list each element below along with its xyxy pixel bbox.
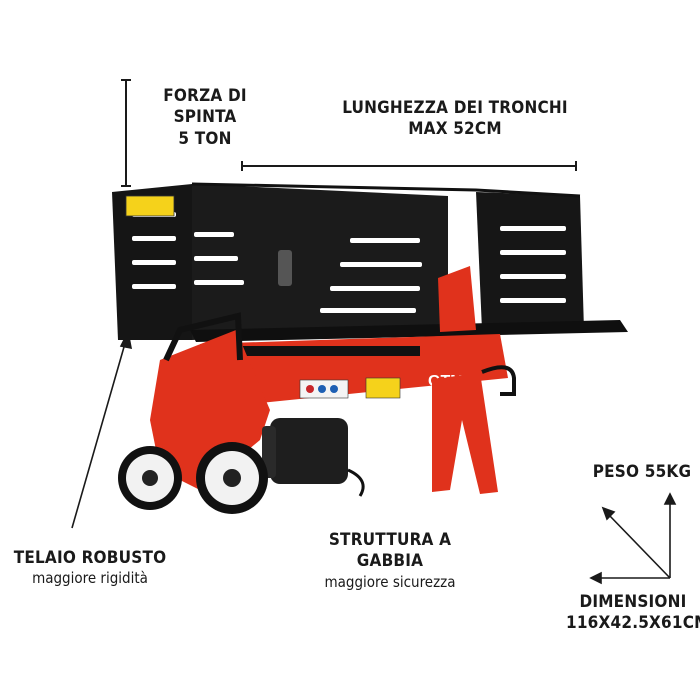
- dimensions-caption: DIMENSIONI 116X42.5X61CM: [566, 592, 700, 635]
- right-wheel: [196, 442, 268, 514]
- length-title: LUNGHEZZA DEI TRONCHI: [342, 98, 568, 118]
- dimensions-axes-icon: [589, 492, 677, 585]
- splitting-wedge: [438, 266, 476, 332]
- frame-subtitle: maggiore rigidità: [32, 569, 148, 588]
- rear-leg: [432, 372, 498, 494]
- cage-title: STRUTTURA A GABBIA: [328, 530, 452, 572]
- frame-title: TELAIO ROBUSTO: [13, 548, 167, 568]
- force-title: FORZA DI SPINTA: [163, 86, 247, 128]
- yellow-sticker: [365, 377, 401, 399]
- cage-right-panel: [476, 192, 584, 330]
- cage-subtitle: maggiore sicurezza: [324, 572, 456, 591]
- warning-sticker: [125, 195, 175, 217]
- left-wheel: [118, 446, 182, 510]
- dimensions-title: DIMENSIONI: [579, 592, 687, 612]
- length-value: MAX 52CM: [408, 119, 502, 140]
- frame-pointer-arrow: [71, 329, 133, 529]
- log-splitter-machine: GTM PROFESSIONAL: [112, 182, 628, 514]
- electric-motor: [270, 418, 348, 484]
- weight-title: PESO 55KG: [592, 462, 692, 482]
- cage-caption: STRUTTURA A GABBIA maggiore sicurezza: [300, 530, 480, 591]
- splitting-table: [190, 320, 628, 342]
- weight-caption: PESO 55KG: [592, 462, 692, 483]
- length-dimension-line: [241, 161, 577, 171]
- force-caption: FORZA DI SPINTA 5 TON: [140, 86, 270, 150]
- force-dimension-line: [121, 79, 131, 187]
- frame-caption: TELAIO ROBUSTO maggiore rigidità: [10, 548, 170, 588]
- length-caption: LUNGHEZZA DEI TRONCHI MAX 52CM: [340, 98, 570, 141]
- dimensions-value: 116X42.5X61CM: [566, 613, 700, 634]
- force-value: 5 TON: [178, 128, 232, 149]
- cage-center-panel: [192, 184, 448, 340]
